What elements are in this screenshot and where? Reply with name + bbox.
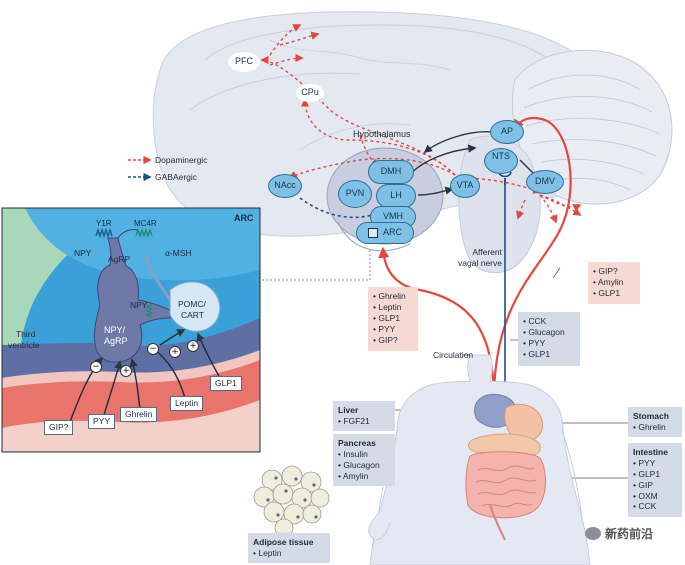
pancreas-box: Pancreas Insulin Glucagon Amylin [333, 434, 395, 486]
legend-dopaminergic-label: Dopaminergic [155, 155, 208, 165]
vagal-item: CCK [523, 316, 575, 327]
liver-title: Liver [338, 405, 359, 415]
alpha-msh-label: α-MSH [165, 248, 192, 258]
adipose-box: Adipose tissue Leptin [248, 533, 330, 563]
pfc-label: PFC [228, 52, 260, 72]
third-ventricle-line1: Third [16, 329, 36, 339]
nacc-node: NAcc [268, 174, 302, 198]
ap-node: AP [490, 120, 524, 144]
brainstem-hormones-box: GIP? Amylin GLP1 [588, 262, 640, 304]
brainstem-item: GLP1 [593, 288, 635, 299]
npy-agrp-neuron [93, 229, 171, 363]
pomc-label-line2: CART [181, 310, 204, 320]
intestine-item: CCK [633, 501, 677, 512]
stomach-title: Stomach [633, 411, 669, 421]
intestine-title: Intestine [633, 447, 668, 457]
agrp-label: AgRP [108, 254, 131, 264]
vagal-item: PYY [523, 338, 575, 349]
third-ventricle-line2: ventricle [8, 340, 40, 350]
adipose-nuclei [266, 476, 318, 519]
arc-input-glp1: GLP1 [210, 376, 242, 391]
dmv-node: DMV [526, 170, 564, 194]
brainstem-item: Amylin [593, 277, 635, 288]
y1r-label: Y1R [96, 219, 112, 228]
arc-panel-title: ARC [234, 213, 254, 223]
human-body [368, 354, 591, 565]
dmh-node: DMH [368, 160, 414, 184]
stomach-box: Stomach Ghrelin [628, 407, 682, 437]
liver-item: FGF21 [338, 416, 390, 427]
mc4r-receptor [135, 227, 153, 239]
watermark: 新药前沿 [585, 525, 653, 542]
stomach-item: Ghrelin [633, 422, 677, 433]
circulating-hormones-box: Ghrelin Leptin GLP1 PYY GIP? [368, 287, 418, 351]
pancreas-item: Glucagon [338, 460, 390, 471]
circulating-item: PYY [373, 324, 413, 335]
neuron-label-line2: AgRP [104, 336, 128, 346]
npy-left-label: NPY [74, 248, 92, 258]
arc-sign-excite-ghrelin: + [120, 365, 132, 377]
circulating-item: Leptin [373, 302, 413, 313]
circulating-item: GIP? [373, 335, 413, 346]
arc-input-ghrelin: Ghrelin [120, 407, 158, 422]
pancreas-title: Pancreas [338, 438, 376, 448]
pomc-neuron [169, 281, 221, 332]
pomc-receptor [145, 304, 154, 318]
cpu-label: CPu [296, 84, 324, 102]
lh-node: LH [376, 184, 416, 208]
intestine-item: PYY [633, 458, 677, 469]
y1r-receptor [95, 227, 113, 239]
adipose-item: Leptin [253, 548, 325, 559]
watermark-text: 新药前沿 [605, 527, 654, 541]
arc-input-pyy: PYY [88, 414, 116, 429]
adipose-title: Adipose tissue [253, 537, 314, 547]
arc-sign-inhibit-leptin: − [147, 343, 159, 355]
vagal-hormones-box: CCK Glucagon PYY GLP1 [518, 312, 580, 366]
arc-sign-inhibit-gip: − [90, 361, 102, 373]
hypothalamus-label: Hypothalamus [353, 129, 411, 139]
mc4r-label: MC4R [134, 219, 157, 228]
intestine-item: OXM [633, 491, 677, 502]
liver-box: Liver FGF21 [333, 401, 395, 431]
neuron-label-line1: NPY/ [104, 325, 126, 335]
arc-input-gip: GIP? [44, 420, 74, 435]
pvn-node: PVN [338, 180, 372, 208]
npy-mid-label: NPY [130, 300, 148, 310]
arc-node: ARC [356, 222, 414, 244]
vagal-item: GLP1 [523, 349, 575, 360]
arc-input-leptin: Leptin [170, 396, 204, 411]
pancreas-item: Insulin [338, 449, 390, 460]
circulating-item: GLP1 [373, 313, 413, 324]
afferent-label-line1: Afferent [472, 247, 502, 257]
vta-node: VTA [450, 174, 480, 198]
intestine-item: GLP1 [633, 469, 677, 480]
vagal-item: Glucagon [523, 327, 575, 338]
wechat-icon [585, 527, 601, 540]
adipose-tissue-cells [253, 465, 330, 538]
afferent-label-line2: vagal nerve [458, 258, 502, 268]
intestine-item: GIP [633, 480, 677, 491]
pancreas-item: Amylin [338, 471, 390, 482]
arc-inset-frame [1, 207, 261, 453]
circulation-pathway [378, 116, 572, 401]
circulation-label: Circulation [433, 350, 474, 360]
intestine-box: Intestine PYY GLP1 GIP OXM CCK [628, 443, 682, 517]
legend-gabaergic-label: GABAergic [155, 172, 198, 182]
arc-inset-marker-icon [367, 228, 378, 238]
arc-sign-excite-leptin: + [169, 346, 181, 358]
msh-axon [143, 254, 172, 301]
pomc-label-line1: POMC/ [178, 299, 206, 309]
dopaminergic-pathways [260, 24, 582, 224]
circulating-item: Ghrelin [373, 291, 413, 302]
arc-sign-excite-glp1: + [187, 340, 199, 352]
nts-node: NTS [484, 148, 518, 174]
brainstem-item: GIP? [593, 266, 635, 277]
arc-node-label: ARC [382, 227, 402, 238]
